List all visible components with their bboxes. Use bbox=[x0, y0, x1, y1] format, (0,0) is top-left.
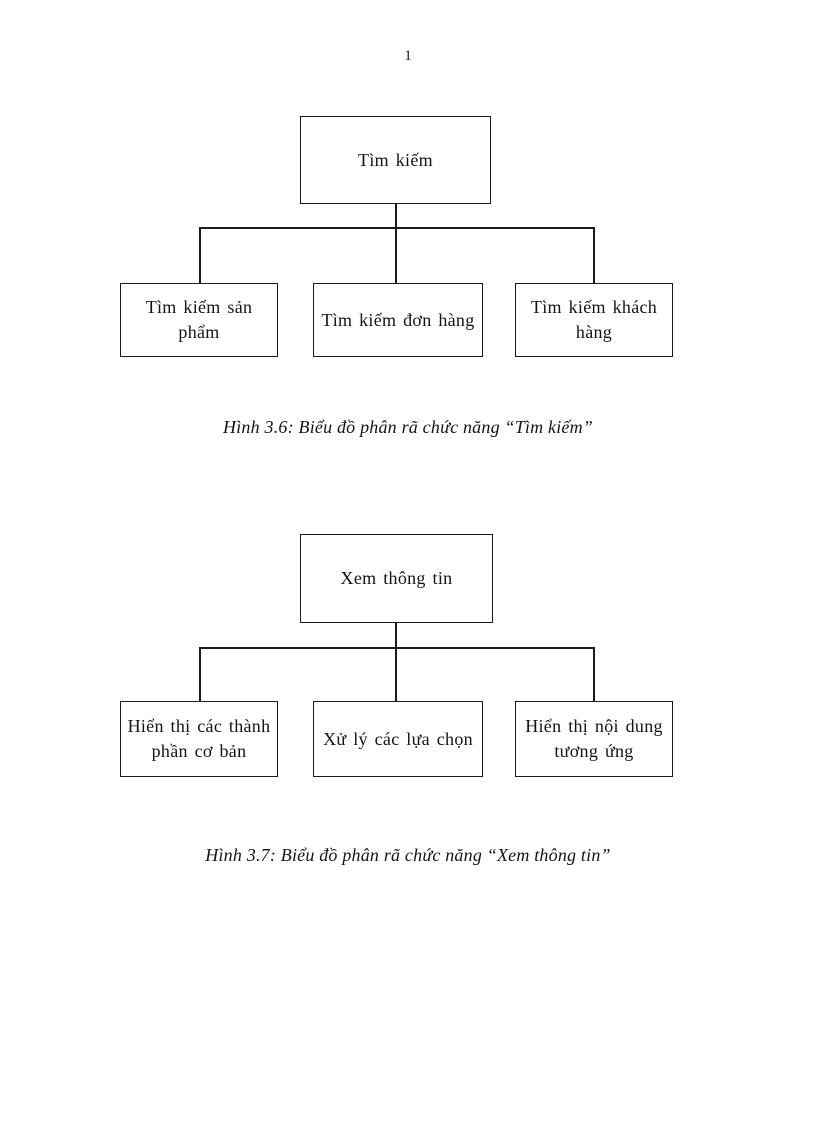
fig36-child-box-1: Tìm kiếm sản phẩm bbox=[120, 283, 278, 357]
fig37-drop-line-right bbox=[593, 647, 595, 702]
fig36-drop-line-center bbox=[395, 227, 397, 284]
fig37-child-box-1: Hiển thị các thành phần cơ bản bbox=[120, 701, 278, 777]
fig36-drop-line-right bbox=[593, 227, 595, 284]
fig36-root-stub-line bbox=[395, 203, 397, 228]
fig36-child-box-2: Tìm kiếm đơn hàng bbox=[313, 283, 483, 357]
fig37-child-box-2: Xử lý các lựa chọn bbox=[313, 701, 483, 777]
fig36-root-box: Tìm kiếm bbox=[300, 116, 491, 204]
fig37-root-box: Xem thông tin bbox=[300, 534, 493, 623]
fig37-drop-line-center bbox=[395, 647, 397, 702]
page-number: 1 bbox=[404, 48, 412, 64]
fig36-horizontal-connector bbox=[199, 227, 595, 229]
fig37-horizontal-connector bbox=[199, 647, 595, 649]
fig37-child-box-3: Hiển thị nội dung tương ứng bbox=[515, 701, 673, 777]
fig37-drop-line-left bbox=[199, 647, 201, 702]
fig36-child-box-3: Tìm kiếm khách hàng bbox=[515, 283, 673, 357]
fig37-root-stub-line bbox=[395, 622, 397, 648]
fig36-drop-line-left bbox=[199, 227, 201, 284]
fig37-caption: Hình 3.7: Biểu đồ phân rã chức năng “Xem… bbox=[205, 845, 611, 865]
fig36-caption: Hình 3.6: Biểu đồ phân rã chức năng “Tìm… bbox=[223, 417, 593, 437]
